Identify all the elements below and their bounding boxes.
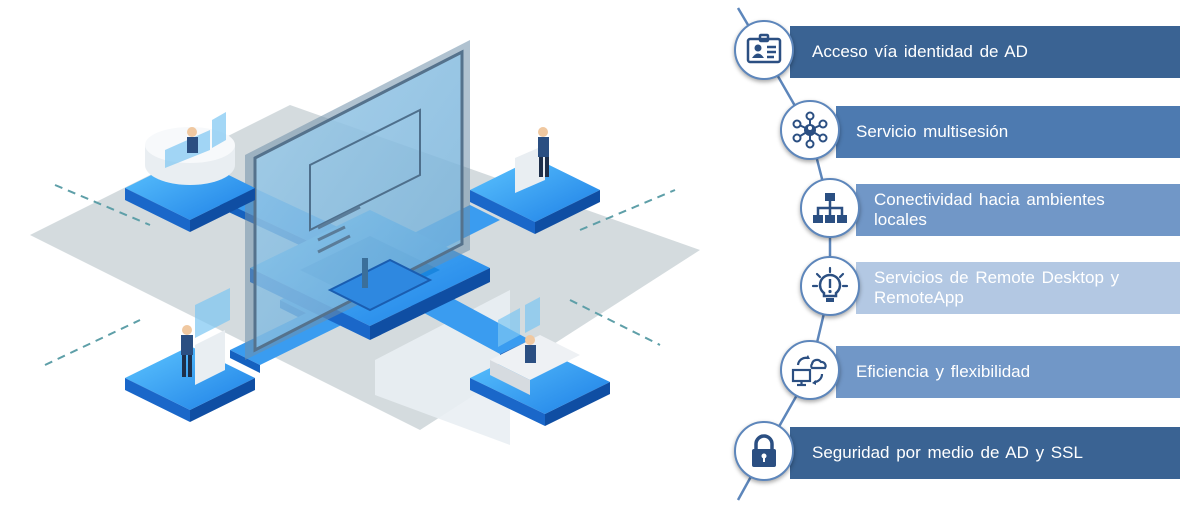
feature-label: Acceso vía identidad de AD: [812, 42, 1028, 61]
platform-top-right: [470, 127, 600, 234]
feature-item-efficiency: Eficiencia y flexibilidad: [780, 340, 1180, 400]
platform-top-left: [125, 112, 255, 232]
feature-label: Servicios de Remote Desktop y RemoteApp: [874, 268, 1120, 307]
padlock-icon: [734, 421, 794, 481]
platform-bottom-left: [125, 288, 255, 422]
feature-item-multisession: Servicio multisesión: [780, 100, 1180, 160]
feature-bar: Conectividad hacia ambientes locales: [856, 184, 1180, 236]
feature-bar: Servicio multisesión: [836, 106, 1180, 158]
isometric-remote-desktop-illustration: [30, 40, 700, 445]
feature-item-local-connectivity: Conectividad hacia ambientes locales: [800, 178, 1180, 238]
feature-bar: Servicios de Remote Desktop y RemoteApp: [856, 262, 1180, 314]
feature-label: Conectividad hacia ambientes locales: [874, 190, 1105, 229]
feature-item-ad-identity: Acceso vía identidad de AD: [734, 20, 1180, 80]
feature-label: Eficiencia y flexibilidad: [856, 362, 1031, 381]
platform-bottom-right: [470, 297, 610, 426]
id-card-icon: [734, 20, 794, 80]
org-chart-icon: [800, 178, 860, 238]
feature-item-security: Seguridad por medio de AD y SSL: [734, 421, 1180, 481]
lightbulb-icon: [800, 256, 860, 316]
feature-label: Seguridad por medio de AD y SSL: [812, 443, 1083, 462]
feature-item-remote-desktop: Servicios de Remote Desktop y RemoteApp: [800, 256, 1180, 316]
feature-bar: Seguridad por medio de AD y SSL: [790, 427, 1180, 479]
feature-bar: Eficiencia y flexibilidad: [836, 346, 1180, 398]
feature-panel: Acceso vía identidad de AD Servicio mult…: [720, 0, 1200, 511]
network-hub-icon: [780, 100, 840, 160]
feature-bar: Acceso vía identidad de AD: [790, 26, 1180, 78]
feature-label: Servicio multisesión: [856, 122, 1009, 141]
dashed-guides: [44, 184, 676, 366]
cloud-sync-monitor-icon: [780, 340, 840, 400]
monitor: [245, 40, 470, 360]
